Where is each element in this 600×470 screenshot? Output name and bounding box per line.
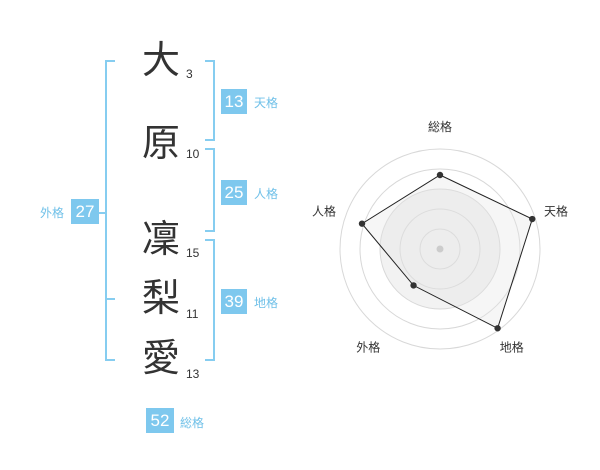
soukaku-label: 総格 bbox=[180, 416, 205, 430]
name-char-5: 愛 bbox=[141, 336, 180, 380]
stroke-count-4: 11 bbox=[186, 307, 199, 321]
gaikaku-label: 外格 bbox=[40, 206, 65, 220]
radar-axis-label-2: 天格 bbox=[544, 203, 568, 218]
jinkaku-bracket bbox=[205, 148, 215, 232]
radar-center bbox=[436, 245, 444, 253]
radar-ring-1 bbox=[419, 228, 461, 270]
name-char-4: 梨 bbox=[141, 276, 180, 320]
radar-ring-2 bbox=[399, 208, 481, 290]
radar-ring-4 bbox=[359, 168, 521, 330]
radar-axis-label-1: 総格 bbox=[428, 119, 452, 134]
radar-axis-label-3: 地格 bbox=[500, 340, 524, 355]
stroke-count-2: 10 bbox=[186, 147, 200, 161]
tenkaku-bracket bbox=[205, 60, 215, 141]
radar-axis-label-5: 人格 bbox=[312, 203, 336, 218]
tenkaku-value: 13 bbox=[221, 89, 247, 114]
name-char-1: 大 bbox=[141, 38, 180, 82]
radar-point-3 bbox=[494, 325, 501, 332]
radar-axis-label-4: 外格 bbox=[356, 340, 380, 355]
radar-series-polygon bbox=[361, 174, 533, 330]
gaikaku-connector bbox=[96, 212, 105, 214]
radar-point-1 bbox=[436, 171, 444, 179]
stroke-count-3: 15 bbox=[186, 246, 200, 260]
tenkaku-label: 天格 bbox=[254, 96, 279, 110]
jinkaku-value: 25 bbox=[221, 180, 247, 205]
radar-point-2 bbox=[529, 215, 536, 223]
chikaku-bracket bbox=[205, 239, 215, 361]
gaikaku-value: 27 bbox=[71, 199, 99, 224]
chikaku-value: 39 bbox=[221, 289, 247, 314]
chikaku-label: 地格 bbox=[254, 296, 279, 310]
stroke-count-5: 13 bbox=[186, 367, 200, 381]
gaikaku-bracket bbox=[105, 60, 115, 361]
radar-ring-5 bbox=[339, 148, 541, 350]
name-char-2: 原 bbox=[141, 121, 180, 165]
name-char-3: 凜 bbox=[141, 217, 180, 261]
radar-point-5 bbox=[358, 220, 366, 227]
stroke-count-1: 3 bbox=[186, 67, 193, 81]
jinkaku-label: 人格 bbox=[254, 187, 279, 201]
soukaku-value: 52 bbox=[146, 408, 174, 433]
radar-point-4 bbox=[410, 282, 417, 289]
gaikaku-split-tick bbox=[107, 298, 115, 300]
